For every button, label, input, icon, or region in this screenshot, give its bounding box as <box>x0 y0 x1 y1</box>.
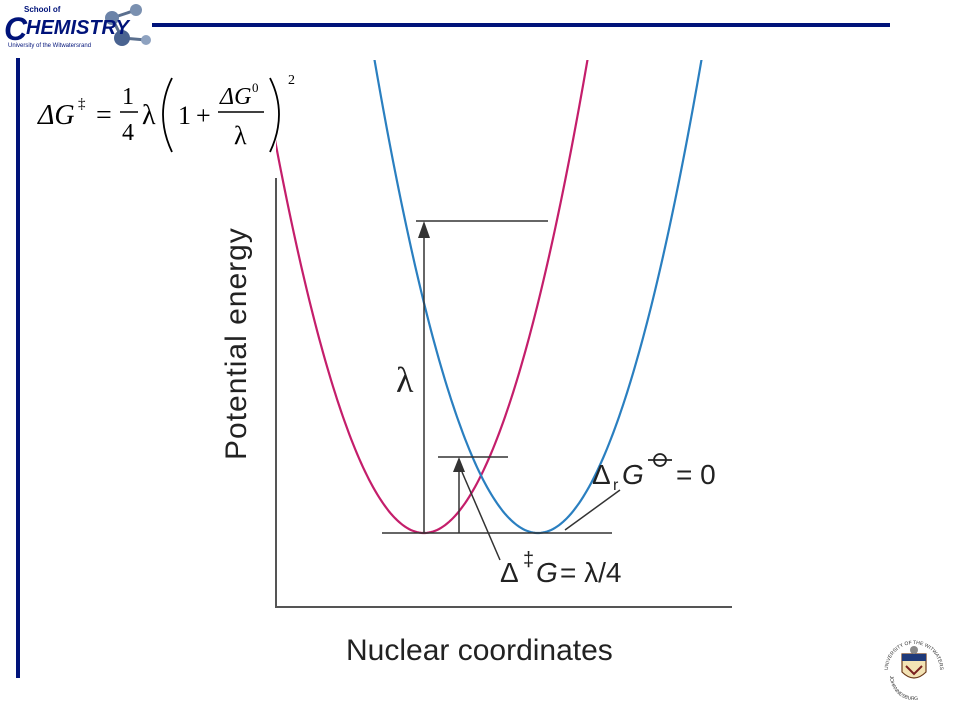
crest-shield-icon <box>901 646 927 679</box>
eq-frac-num: 1 <box>122 84 134 110</box>
logo-university: University of the Witwatersrand <box>8 43 91 49</box>
eq-frac-den: 4 <box>122 120 134 146</box>
eq-inner-den: λ <box>234 121 247 150</box>
eq-exponent: 2 <box>288 73 295 88</box>
x-axis-label: Nuclear coordinates <box>346 634 613 667</box>
left-accent-bar <box>16 58 20 678</box>
activation-leader <box>461 471 501 561</box>
delta-r-g-g: G <box>622 459 644 490</box>
activation-dagger: ‡ <box>523 549 534 571</box>
delta-r-g-leader <box>564 489 621 531</box>
eq-one: 1 <box>178 101 191 130</box>
eq-right-paren <box>269 77 280 153</box>
delta-r-g-equals-zero: = 0 <box>676 459 716 490</box>
eq-equals: = <box>96 100 112 131</box>
university-crest: UNIVERSITY OF THE WITWATERSRAND JOHANNES… <box>878 630 944 702</box>
crest-text-bottom: JOHANNESBURG <box>888 676 919 702</box>
eq-left-paren <box>162 77 173 153</box>
delta-r-g-sub: r <box>613 477 619 494</box>
lambda-label: λ <box>396 360 414 400</box>
svg-text:JOHANNESBURG: JOHANNESBURG <box>888 676 919 702</box>
standard-state-symbol <box>648 453 672 467</box>
lambda-arrowhead <box>418 221 430 238</box>
logo-c-initial: C <box>4 11 28 47</box>
eq-lambda: λ <box>142 100 156 131</box>
eq-plus: + <box>196 101 211 130</box>
eq-dagger: ‡ <box>78 96 86 112</box>
eq-inner-sup: 0 <box>252 80 259 95</box>
molecule-icon <box>105 4 151 46</box>
header-rule <box>152 23 890 27</box>
activation-rhs: = λ/4 <box>560 557 621 588</box>
eq-inner-num: ΔG <box>219 84 251 110</box>
logo-chemistry: HEMISTRY <box>26 17 131 39</box>
delta-r-g-delta: Δ <box>592 459 611 490</box>
activation-delta: Δ <box>500 557 519 588</box>
y-axis-label: Potential energy <box>220 227 253 460</box>
activation-arrowhead <box>453 457 465 472</box>
logo-school-of: School of <box>24 5 61 14</box>
eq-lhs: ΔG <box>37 100 75 131</box>
activation-g: G <box>536 557 558 588</box>
school-of-chemistry-logo: School of C HEMISTRY University of the W… <box>0 0 160 60</box>
marcus-equation: ΔG ‡ = 1 4 λ 1 + ΔG 0 λ 2 <box>37 73 295 153</box>
